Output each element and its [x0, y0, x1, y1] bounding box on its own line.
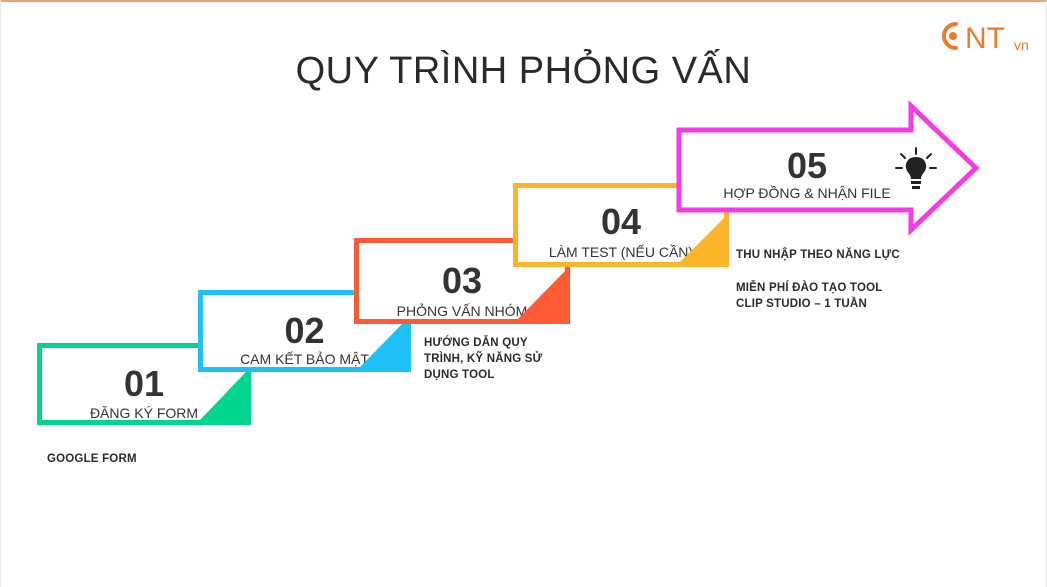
- note-step-05-b-line1: MIỄN PHÍ ĐÀO TẠO TOOL: [736, 282, 883, 294]
- step-02-fold: [360, 320, 406, 367]
- logo-text: NT: [965, 22, 1005, 54]
- note-step-03: HƯỚNG DẪN QUY TRÌNH, KỸ NĂNG SỬ DỤNG TOO…: [424, 335, 542, 383]
- step-01-fold: [200, 372, 246, 420]
- logo: NT vn: [938, 18, 1038, 55]
- step-02-label: CAM KẾT BẢO MẬT: [240, 351, 369, 367]
- step-04-label: LÀM TEST (NẾU CẦN): [548, 244, 694, 260]
- note-step-01: GOOGLE FORM: [47, 453, 137, 465]
- top-border: [0, 0, 1047, 2]
- note-step-03-line2: TRÌNH, KỸ NĂNG SỬ: [424, 353, 543, 365]
- step-03-number: 03: [441, 260, 483, 301]
- note-step-05-a: THU NHẬP THEO NĂNG LỰC: [736, 249, 900, 261]
- note-step-05-b-line2: CLIP STUDIO – 1 TUẦN: [736, 298, 867, 310]
- logo-suffix: vn: [1014, 37, 1029, 53]
- note-step-03-line3: DỤNG TOOL: [424, 369, 495, 381]
- step-04-number: 04: [600, 201, 642, 242]
- step-01-number: 01: [123, 363, 165, 404]
- step-01-label: ĐĂNG KÝ FORM: [89, 405, 199, 421]
- logo-mark: NT vn: [942, 22, 1029, 55]
- step-03-fold: [518, 271, 565, 319]
- left-border: [0, 0, 1, 587]
- step-05-label: HỢP ĐỒNG & NHẬN FILE: [723, 185, 891, 201]
- step-03-label: PHỎNG VẤN NHÓM: [396, 303, 528, 319]
- page-title: QUY TRÌNH PHỎNG VẤN: [295, 50, 752, 92]
- note-step-05-b: MIỄN PHÍ ĐÀO TẠO TOOL CLIP STUDIO – 1 TU…: [736, 280, 882, 312]
- step-02-number: 02: [284, 310, 325, 351]
- step-05-number: 05: [786, 145, 828, 186]
- step-04-fold: [680, 218, 724, 262]
- note-step-03-line1: HƯỚNG DẪN QUY: [424, 337, 528, 349]
- lightbulb-icon: [895, 147, 937, 189]
